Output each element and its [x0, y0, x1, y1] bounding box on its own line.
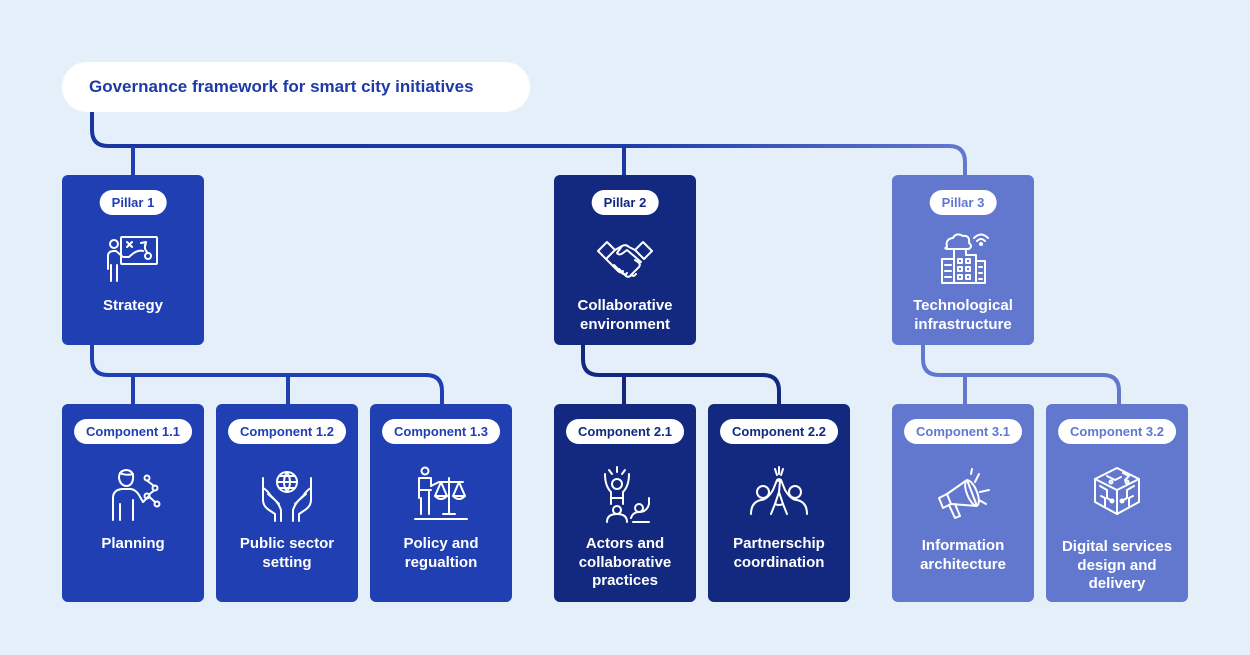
smart-building-icon	[933, 229, 993, 289]
scales-justice-icon	[411, 464, 471, 524]
diagram-title: Governance framework for smart city init…	[62, 62, 530, 112]
pillar-3-box: Pillar 3 Technological infrastructure	[892, 175, 1034, 345]
component-1-3-box: Component 1.3 Policy and regualtion	[370, 404, 512, 602]
diagram-title-text: Governance framework for smart city init…	[89, 77, 474, 96]
component-1-2-tag: Component 1.2	[228, 419, 346, 444]
pillar-1-box: Pillar 1 Strategy	[62, 175, 204, 345]
component-1-1-tag: Component 1.1	[74, 419, 192, 444]
planning-person-icon	[103, 464, 163, 524]
component-2-1-label: Actors and collaborative practices	[578, 535, 672, 589]
pillar-2-tag: Pillar 2	[591, 190, 659, 215]
pillar-2-label: Collaborative environment	[577, 297, 673, 333]
pillar-1-tag: Pillar 1	[99, 190, 167, 215]
component-3-2-label: Digital services design and delivery	[1061, 538, 1173, 592]
pillar-1-label: Strategy	[102, 297, 164, 314]
component-2-1-tag: Component 2.1	[566, 419, 684, 444]
component-3-1-label: Information architecture	[920, 537, 1006, 573]
component-1-3-tag: Component 1.3	[382, 419, 500, 444]
pillar-2-box: Pillar 2 Collaborative environment	[554, 175, 696, 345]
handshake-icon	[595, 229, 655, 289]
pillar-3-tag: Pillar 3	[929, 190, 997, 215]
megaphone-icon	[933, 466, 993, 526]
hands-globe-icon	[257, 464, 317, 524]
component-2-1-box: Component 2.1 Actors and collaborative p…	[554, 404, 696, 602]
component-1-1-label: Planning	[101, 535, 165, 552]
strategy-board-icon	[103, 229, 163, 289]
component-3-2-tag: Component 3.2	[1058, 419, 1176, 444]
cheering-people-icon	[595, 464, 655, 524]
high-five-icon	[749, 464, 809, 524]
component-3-2-box: Component 3.2 Digital services design an…	[1046, 404, 1188, 602]
component-3-1-tag: Component 3.1	[904, 419, 1022, 444]
component-1-2-label: Public sector setting	[239, 535, 335, 571]
component-1-3-label: Policy and regualtion	[403, 535, 479, 571]
component-2-2-label: Partnerschip coordination	[733, 535, 825, 571]
component-2-2-tag: Component 2.2	[720, 419, 838, 444]
pillar-3-label: Technological infrastructure	[913, 297, 1013, 333]
component-1-1-box: Component 1.1 Planning	[62, 404, 204, 602]
component-1-2-box: Component 1.2 Public sector setting	[216, 404, 358, 602]
component-2-2-box: Component 2.2 Partnerschip coordination	[708, 404, 850, 602]
component-3-1-box: Component 3.1 Information architecture	[892, 404, 1034, 602]
digital-cube-icon	[1087, 462, 1147, 522]
